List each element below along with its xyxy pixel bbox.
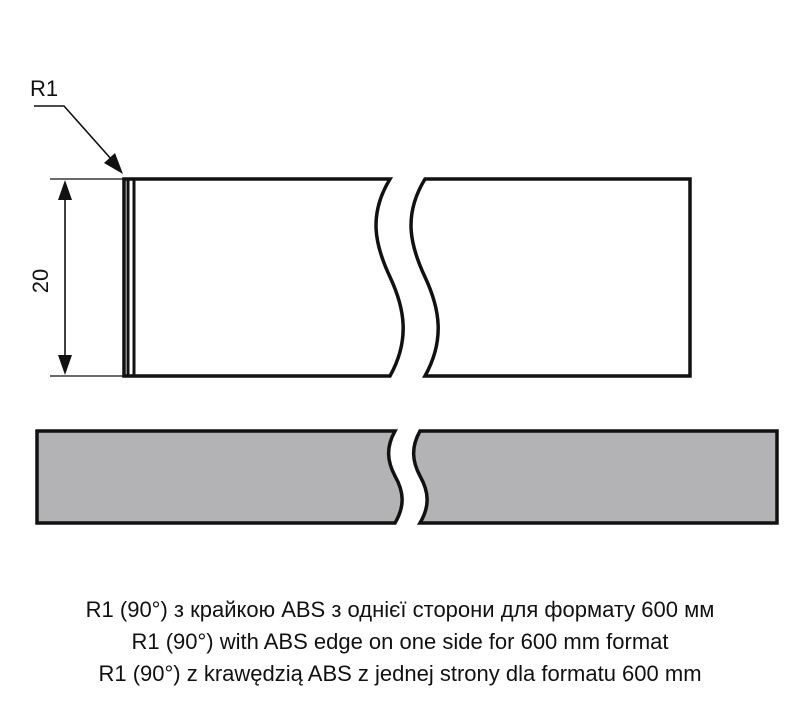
- caption-ukrainian: R1 (90°) з крайкою ABS з однієї сторони …: [85, 597, 715, 622]
- top-view-left-part: [122, 177, 405, 378]
- side-view-right-part: [411, 429, 779, 525]
- radius-leader-arrow: [104, 153, 123, 174]
- top-view-right-part: [409, 177, 692, 378]
- caption-polish: R1 (90°) z krawędzią ABS z jednej strony…: [98, 661, 702, 686]
- dimension-arrow-bottom: [58, 355, 72, 375]
- dimension-arrow-top: [58, 180, 72, 200]
- width-dimension-label: 20: [28, 269, 53, 293]
- radius-label: R1: [30, 76, 58, 101]
- side-view-left-part: [35, 429, 404, 525]
- radius-leader-line: [34, 105, 113, 161]
- caption-english: R1 (90°) with ABS edge on one side for 6…: [131, 629, 669, 654]
